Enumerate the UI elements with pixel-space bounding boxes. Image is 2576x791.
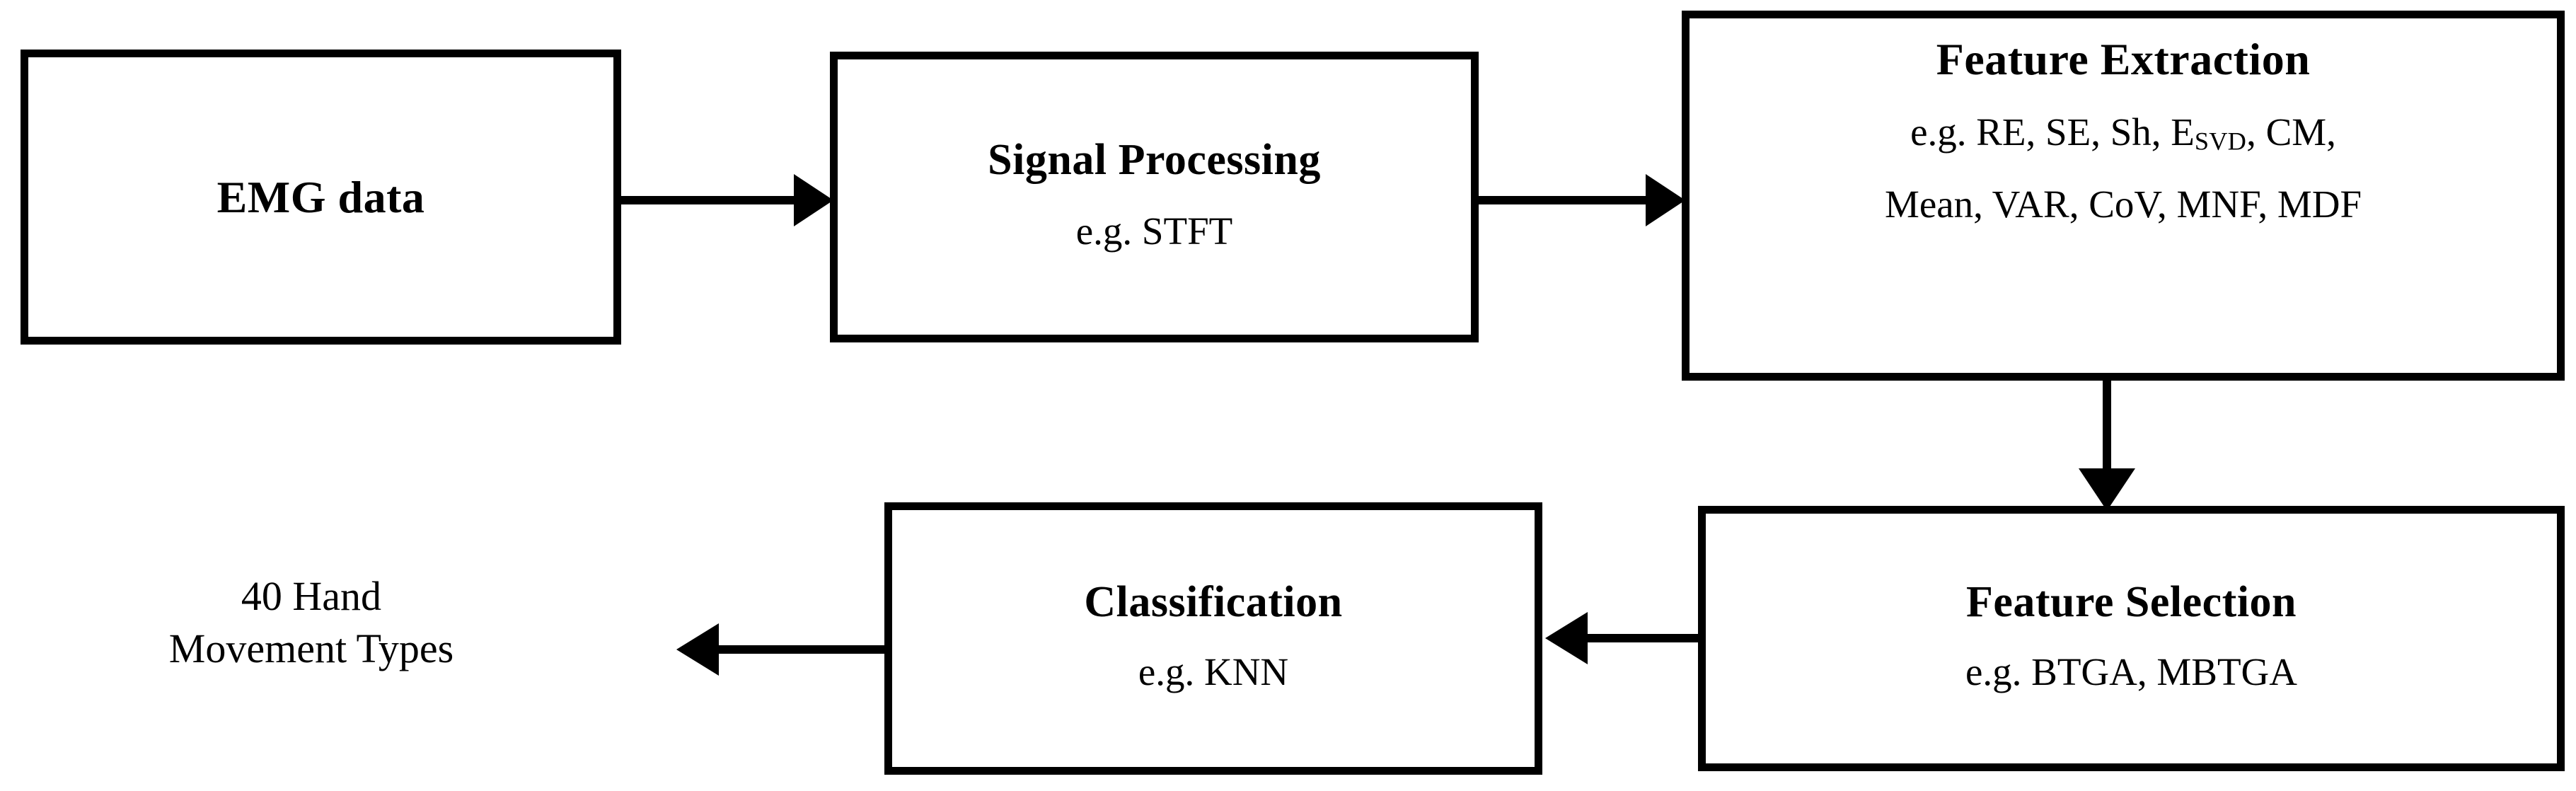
node-emg-data-title: EMG data bbox=[216, 171, 425, 222]
edge-feature-selection-to-classification-arrow bbox=[1545, 612, 1698, 664]
node-feature-selection-detail: e.g. BTGA, MBTGA bbox=[1965, 649, 2297, 693]
node-classification[interactable]: Classification e.g. KNN bbox=[884, 502, 1542, 775]
node-feature-selection-title: Feature Selection bbox=[1965, 577, 2297, 626]
node-feature-selection[interactable]: Feature Selection e.g. BTGA, MBTGA bbox=[1698, 506, 2565, 771]
node-feature-extraction-title: Feature Extraction bbox=[1936, 34, 2311, 84]
edge-feature-extraction-to-feature-selection-arrow bbox=[2079, 381, 2135, 511]
edge-emg-to-signal-arrow bbox=[621, 174, 833, 226]
node-feature-extraction-detail-line-2: Mean, VAR, CoV, MNF, MDF bbox=[1884, 182, 2362, 226]
node-feature-extraction[interactable]: Feature Extraction e.g. RE, SE, Sh, ESVD… bbox=[1682, 11, 2565, 381]
node-classification-detail: e.g. KNN bbox=[1138, 649, 1289, 693]
node-feature-extraction-detail-line-1: e.g. RE, SE, Sh, ESVD, CM, bbox=[1910, 107, 2336, 158]
output-label-line-2: Movement Types bbox=[168, 625, 454, 672]
node-signal-processing[interactable]: Signal Processing e.g. STFT bbox=[830, 52, 1479, 342]
feature-list-suffix: , CM, bbox=[2246, 110, 2336, 154]
feature-list-prefix: e.g. RE, SE, Sh, E bbox=[1910, 110, 2195, 154]
node-output-label: 40 Hand Movement Types bbox=[113, 570, 509, 675]
output-label-line-1: 40 Hand bbox=[241, 573, 382, 619]
edge-classification-to-output-arrow bbox=[676, 623, 884, 676]
node-emg-data[interactable]: EMG data bbox=[21, 50, 621, 345]
node-signal-processing-title: Signal Processing bbox=[988, 135, 1321, 184]
feature-esvd-subscript: SVD bbox=[2194, 127, 2247, 156]
edge-signal-to-feature-extraction-arrow bbox=[1479, 174, 1685, 226]
node-signal-processing-detail: e.g. STFT bbox=[1075, 209, 1233, 253]
node-classification-title: Classification bbox=[1084, 577, 1343, 626]
